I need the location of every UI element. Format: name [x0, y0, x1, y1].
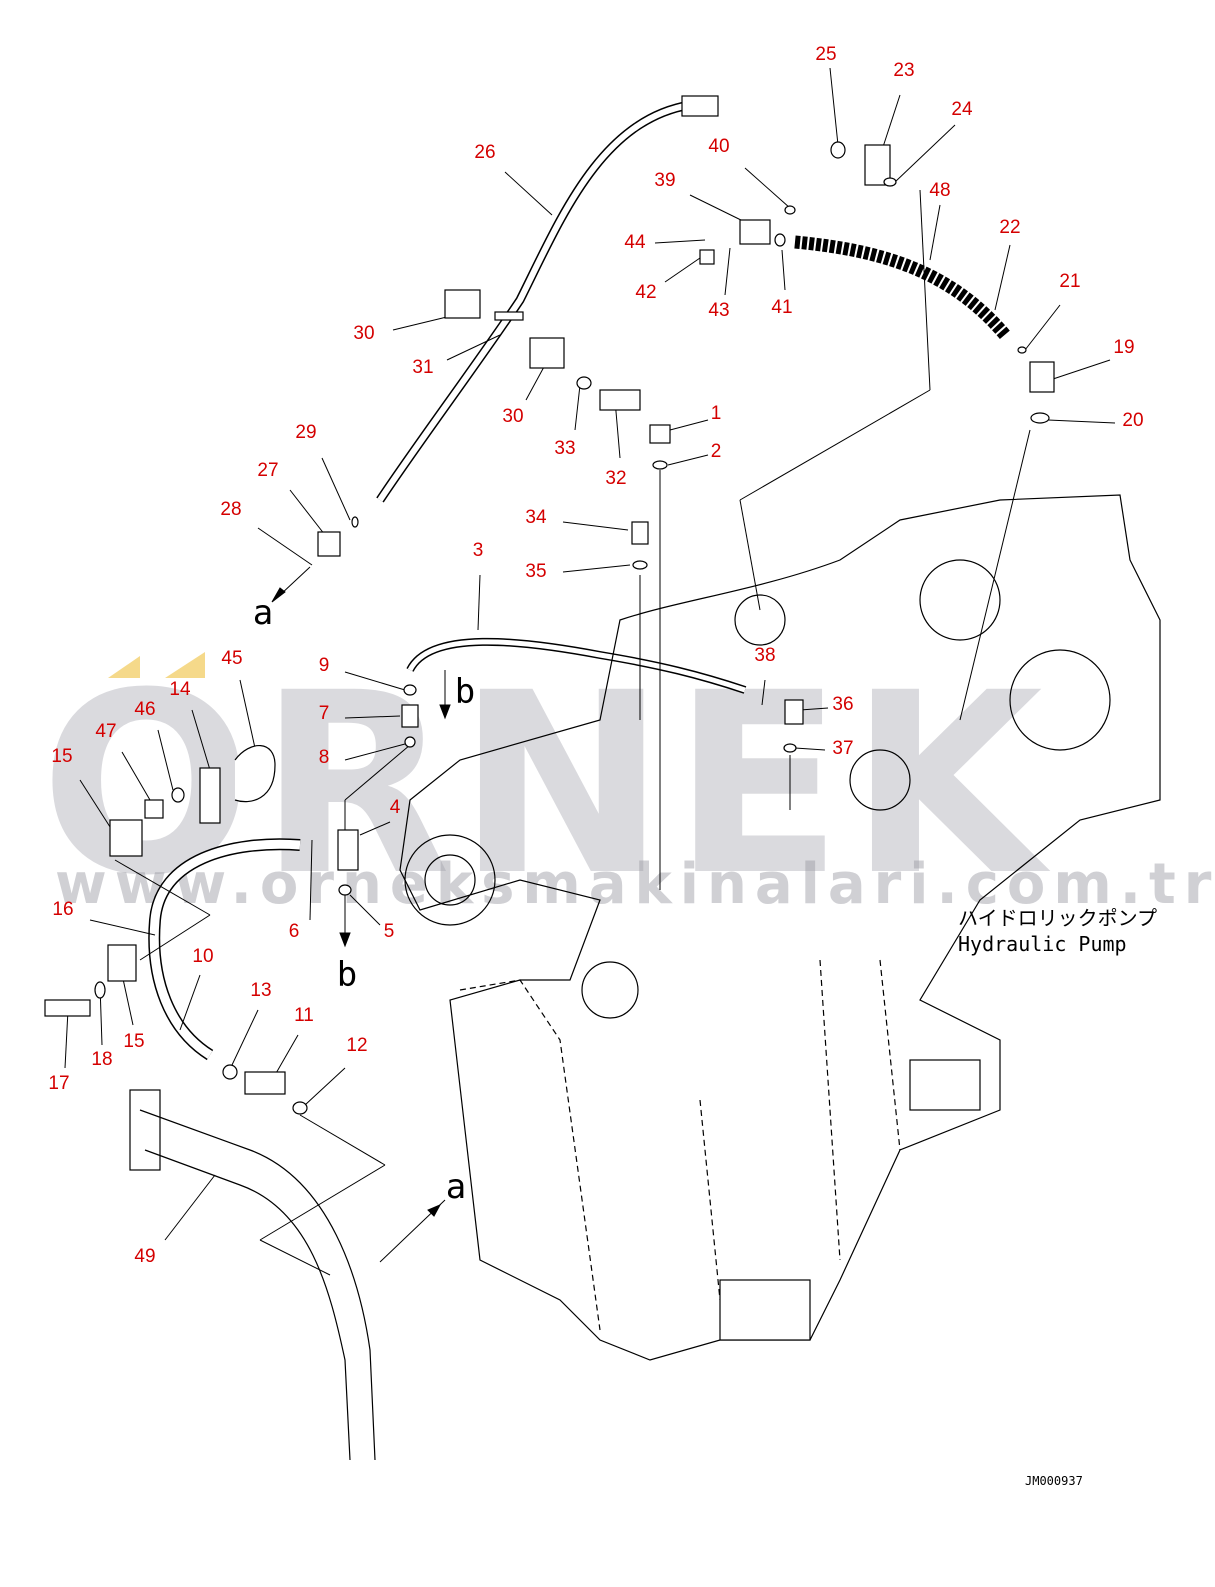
- callout-26: 26: [474, 142, 496, 163]
- callout-23: 23: [893, 60, 915, 81]
- view-letter-a: a: [252, 593, 274, 633]
- callout-16: 16: [52, 899, 74, 920]
- callout-3: 3: [472, 540, 484, 561]
- callout-17: 17: [48, 1073, 70, 1094]
- pipe-flange: [129, 1089, 161, 1171]
- callout-43: 43: [708, 300, 730, 321]
- callout-7: 7: [318, 703, 330, 724]
- callout-48: 48: [929, 180, 951, 201]
- callout-36: 36: [832, 694, 854, 715]
- callout-10: 10: [192, 946, 214, 967]
- callout-12: 12: [346, 1035, 368, 1056]
- callout-20: 20: [1122, 410, 1144, 431]
- callout-37: 37: [832, 738, 854, 759]
- view-letter-a: a: [445, 1167, 467, 1207]
- callout-39: 39: [654, 170, 676, 191]
- callout-14: 14: [169, 679, 191, 700]
- callout-46: 46: [134, 699, 156, 720]
- watermark-url: www.orneksmakinalari.com.tr: [55, 852, 1215, 917]
- callout-47: 47: [95, 721, 117, 742]
- callout-35: 35: [525, 561, 547, 582]
- callout-5: 5: [383, 921, 395, 942]
- callout-28: 28: [220, 499, 242, 520]
- drawing-code: JM000937: [1025, 1474, 1083, 1488]
- view-letter-b: b: [336, 955, 358, 995]
- callout-21: 21: [1059, 271, 1081, 292]
- callout-6: 6: [288, 921, 300, 942]
- callout-25: 25: [815, 44, 837, 65]
- callout-22: 22: [999, 217, 1021, 238]
- callout-30: 30: [502, 406, 524, 427]
- callout-33: 33: [554, 438, 576, 459]
- callout-24: 24: [951, 99, 973, 120]
- callout-1: 1: [710, 403, 722, 424]
- callout-18: 18: [91, 1049, 113, 1070]
- callout-11: 11: [294, 1005, 314, 1026]
- logo-accent-icon: [108, 656, 140, 678]
- hose-fitting: [681, 95, 719, 117]
- callout-42: 42: [635, 282, 657, 303]
- callout-49: 49: [134, 1246, 156, 1267]
- callout-45: 45: [221, 648, 243, 669]
- pipe-49: [139, 1109, 376, 1461]
- callout-30: 30: [353, 323, 375, 344]
- hydraulic-pump-assembly: [399, 494, 1161, 1361]
- callout-32: 32: [605, 468, 627, 489]
- hose-48: [794, 235, 1010, 340]
- callout-34: 34: [525, 507, 547, 528]
- pump-label-jp: ハイドロリックポンプ: [958, 906, 1157, 930]
- callout-13: 13: [250, 980, 272, 1001]
- callout-38: 38: [754, 645, 776, 666]
- logo-accent-icon: [165, 652, 205, 678]
- callout-29: 29: [295, 422, 317, 443]
- callout-15: 15: [123, 1031, 145, 1052]
- callout-15: 15: [51, 746, 73, 767]
- pump-label-en: Hydraulic Pump: [958, 932, 1127, 956]
- callout-27: 27: [257, 460, 279, 481]
- callout-9: 9: [318, 655, 330, 676]
- callout-44: 44: [624, 232, 646, 253]
- callout-19: 19: [1113, 337, 1135, 358]
- callout-31: 31: [412, 357, 434, 378]
- callout-40: 40: [708, 136, 730, 157]
- callout-41: 41: [771, 297, 793, 318]
- callout-4: 4: [389, 797, 401, 818]
- callout-8: 8: [318, 747, 330, 768]
- callout-2: 2: [710, 441, 722, 462]
- pump-label: ハイドロリックポンプ Hydraulic Pump: [958, 905, 1157, 957]
- view-letter-b: b: [454, 672, 476, 712]
